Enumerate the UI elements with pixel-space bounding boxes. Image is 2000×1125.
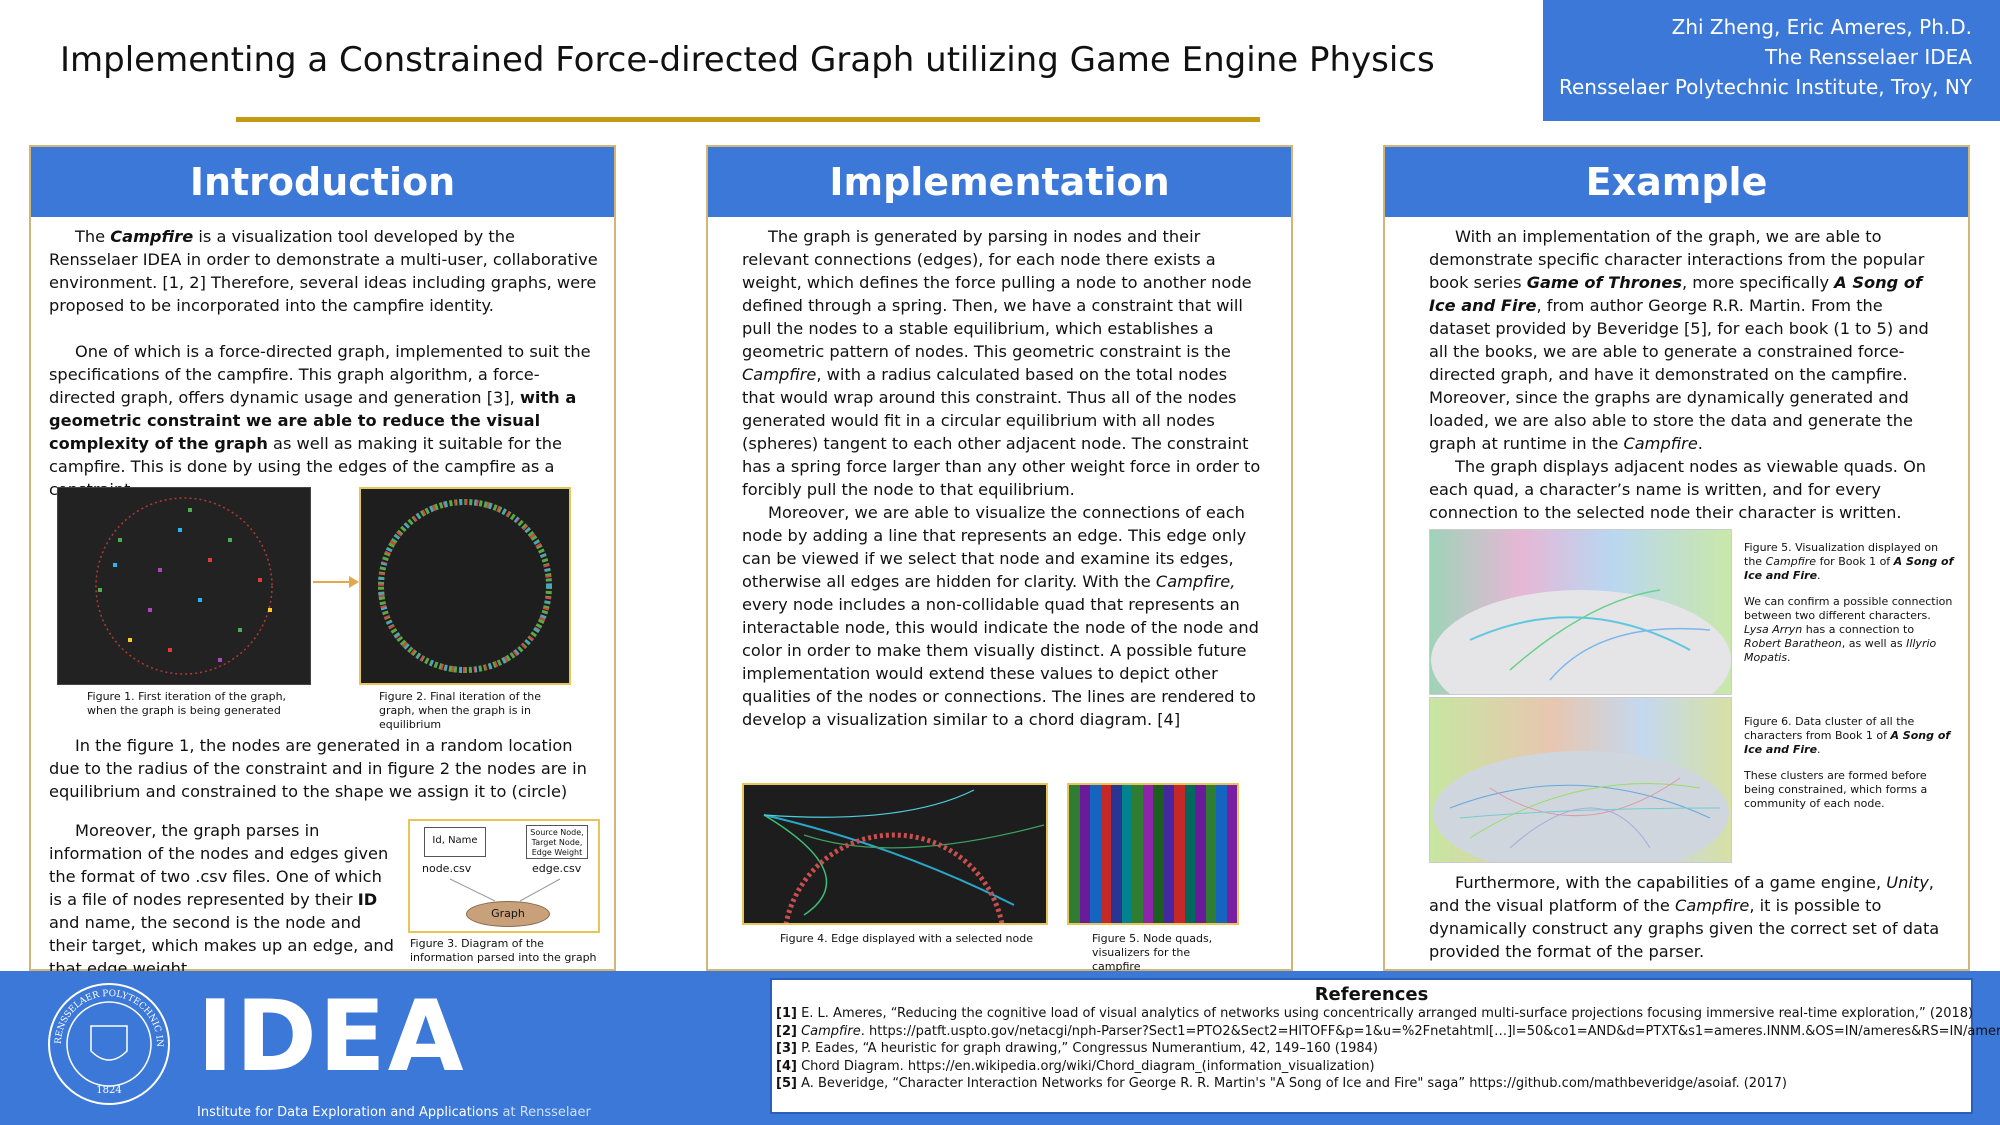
lab-name: The Rensselaer IDEA	[1765, 45, 1972, 69]
figure-3-caption: Figure 3. Diagram of the information par…	[410, 937, 597, 964]
edge-csv-label: edge.csv	[532, 862, 582, 875]
figure-4-image	[742, 783, 1048, 1058]
rensselaer-seal-icon: RENSSELAER POLYTECHNIC INSTITUTE 1824	[46, 981, 170, 1105]
intro-paragraph-3: In the figure 1, the nodes are generated…	[49, 736, 587, 801]
references-box: References [1] E. L. Ameres, “Reducing t…	[770, 978, 2000, 1114]
poster-title: Implementing a Constrained Force-directe…	[60, 40, 1435, 80]
figure-6-note: These clusters are formed before being c…	[1744, 769, 1928, 810]
node-fields-box: Id, Name	[424, 827, 486, 857]
idea-logo-subtitle: Institute for Data Exploration and Appli…	[197, 1105, 591, 1120]
figure-6-caption: Figure 6. Data cluster of all the charac…	[1744, 715, 1954, 811]
example-panel: Example With an implementation of the gr…	[1383, 145, 1970, 971]
example-heading: Example	[1385, 147, 1968, 217]
title-underline	[236, 117, 1260, 122]
intro-paragraph-4: Moreover, the graph parses in informatio…	[49, 821, 394, 978]
reference-4: [4] Chord Diagram. https://en.wikipedia.…	[776, 1058, 1375, 1074]
institution: Rensselaer Polytechnic Institute, Troy, …	[1559, 75, 1972, 99]
references-title: References	[1314, 984, 1429, 1005]
graph-node-ellipse: Graph	[466, 901, 550, 927]
svg-text:1824: 1824	[96, 1085, 121, 1096]
figure-5-campfire-caption: Figure 5. Visualization displayed on the…	[1744, 541, 1954, 664]
figure-2-caption: Figure 2. Final iteration of the graph, …	[379, 690, 542, 731]
impl-paragraph-2: Moreover, we are able to visualize the c…	[742, 503, 1259, 729]
arrow-icon	[313, 576, 359, 588]
example-paragraph-3: Furthermore, with the capabilities of a …	[1429, 873, 1940, 961]
figure-5-quads-image	[1067, 783, 1239, 925]
reference-5: [5] A. Beveridge, “Character Interaction…	[776, 1076, 1787, 1091]
author-box: Zhi Zheng, Eric Ameres, Ph.D. The Rensse…	[1543, 0, 2000, 121]
campfire-visual-1	[1430, 530, 1731, 694]
figure-1-image	[57, 487, 311, 685]
implementation-panel: Implementation The graph is generated by…	[706, 145, 1293, 1058]
introduction-heading: Introduction	[31, 147, 614, 217]
introduction-panel: Introduction The Campfire is a visualiza…	[29, 145, 616, 978]
figure-2-graph	[361, 489, 569, 683]
reference-1: [1] E. L. Ameres, “Reducing the cognitiv…	[776, 1006, 1974, 1021]
figure-2-image	[359, 487, 571, 685]
svg-text:RENSSELAER POLYTECHNIC INSTITU: RENSSELAER POLYTECHNIC INSTITUTE	[46, 981, 164, 1047]
figure-5-quads-caption: Figure 5. Node quads, visualizers for th…	[1092, 932, 1213, 973]
edge-fields-box: Source Node, Target Node, Edge Weight	[526, 825, 588, 859]
figure-3-diagram: Id, Name node.csv Source Node, Target No…	[408, 819, 600, 933]
quad-stripes	[1069, 785, 1237, 923]
figure-1-caption: Figure 1. First iteration of the graph, …	[87, 690, 287, 717]
reference-3: [3] P. Eades, “A heuristic for graph dra…	[776, 1041, 1379, 1056]
figure-6-image	[1429, 697, 1732, 863]
figure-5-campfire-note: We can confirm a possible connection bet…	[1744, 595, 1953, 664]
intro-paragraph-1: The Campfire is a visualization tool dev…	[49, 227, 598, 315]
reference-2: [2] Campfire. https://patft.uspto.gov/ne…	[776, 1023, 2000, 1039]
intro-paragraph-2: One of which is a force-directed graph, …	[49, 342, 591, 499]
node-csv-label: node.csv	[422, 862, 472, 875]
figure-5-campfire-image	[1429, 529, 1732, 695]
diagram-connectors	[449, 878, 561, 902]
impl-paragraph-1: The graph is generated by parsing in nod…	[742, 227, 1261, 499]
figure-4-edges	[744, 785, 1046, 1058]
implementation-heading: Implementation	[708, 147, 1291, 217]
example-paragraph-2: The graph displays adjacent nodes as vie…	[1429, 457, 1927, 522]
campfire-visual-2	[1430, 698, 1731, 862]
figure-1-graph	[58, 488, 310, 684]
idea-logo-text: IDEA	[197, 980, 466, 1094]
example-paragraph-1: With an implementation of the graph, we …	[1429, 227, 1929, 453]
figure-4-caption: Figure 4. Edge displayed with a selected…	[780, 932, 1034, 945]
authors: Zhi Zheng, Eric Ameres, Ph.D.	[1671, 15, 1972, 39]
